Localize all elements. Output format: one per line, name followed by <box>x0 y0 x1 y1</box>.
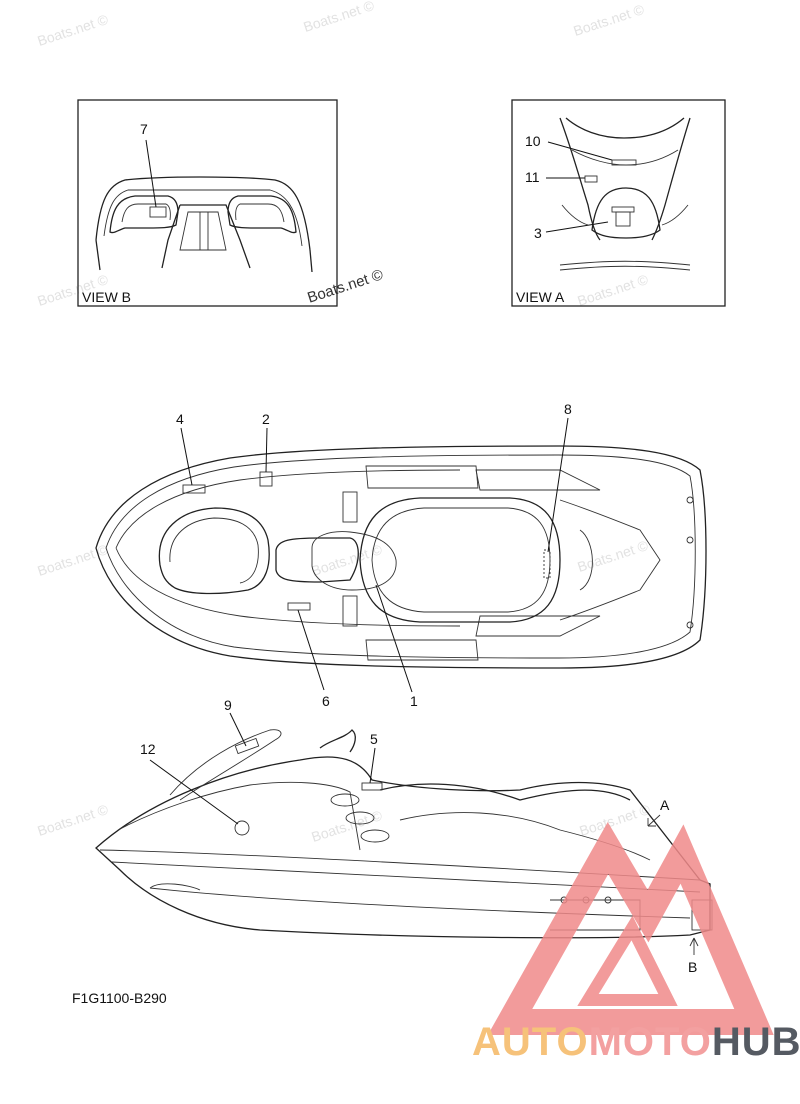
view-a-panel: 10 11 3 VIEW A <box>511 99 726 307</box>
arrow-label-b: B <box>688 959 697 975</box>
callout-1: 1 <box>410 693 418 709</box>
view-b-panel: 7 VIEW B <box>77 99 338 307</box>
diagram-code: F1G1100-B290 <box>72 990 167 1006</box>
callout-7: 7 <box>140 121 148 137</box>
callout-5: 5 <box>370 731 378 747</box>
brand-logo-icon <box>487 821 774 1035</box>
brand-wordmark: AUTOMOTOHUB <box>472 1020 800 1065</box>
callout-12: 12 <box>140 741 156 757</box>
callout-3: 3 <box>534 225 542 241</box>
side-view-hull: 9 12 5 A B <box>95 697 713 975</box>
top-view-hull: 4 2 8 6 1 <box>95 401 707 709</box>
callout-4: 4 <box>176 411 184 427</box>
brand-part-hub: HUB <box>711 1020 800 1064</box>
callout-10: 10 <box>525 133 541 149</box>
view-b-label: VIEW B <box>82 289 131 305</box>
callout-6: 6 <box>322 693 330 709</box>
callout-9: 9 <box>224 697 232 713</box>
arrow-label-a: A <box>660 797 670 813</box>
callout-8: 8 <box>564 401 572 417</box>
view-a-label: VIEW A <box>516 289 565 305</box>
brand-part-auto: AUTO <box>472 1020 589 1064</box>
callout-11: 11 <box>525 169 540 185</box>
brand-part-moto: MOTO <box>588 1020 712 1064</box>
callout-2: 2 <box>262 411 270 427</box>
